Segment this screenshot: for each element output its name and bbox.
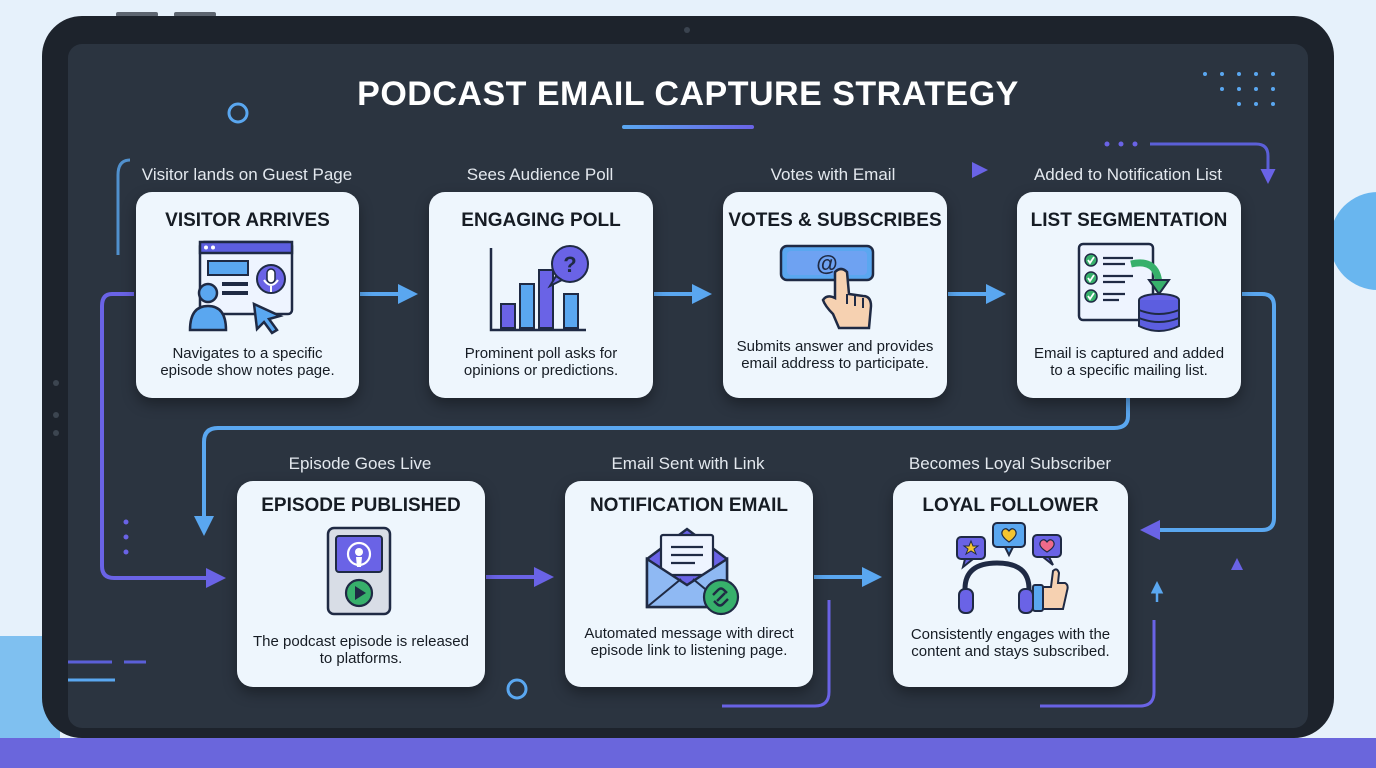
left-loop-arrow xyxy=(100,292,226,588)
step-label-4: Added to Notification List xyxy=(1033,165,1223,184)
card-title: VISITOR ARRIVES xyxy=(165,210,330,231)
side-dot xyxy=(53,380,59,386)
headphones-thumbs-up-icon xyxy=(956,522,1069,614)
browser-podcast-cursor-icon xyxy=(188,240,294,335)
tablet-button xyxy=(116,12,158,17)
deco-dots xyxy=(123,141,1138,555)
podcast-player-icon xyxy=(326,526,392,616)
envelope-link-icon xyxy=(645,527,740,616)
step-card-visitor-arrives: VISITOR ARRIVES Navigates to a specific … xyxy=(136,192,359,398)
card-description: Prominent poll asks for opinions or pred… xyxy=(463,345,619,379)
bar-chart-question-icon: ? xyxy=(489,245,589,332)
side-dot xyxy=(53,430,59,436)
tablet-button xyxy=(174,12,216,17)
card-description: Submits answer and provides email addres… xyxy=(736,338,934,372)
step-label-1: Visitor lands on Guest Page xyxy=(141,165,353,184)
card-description: Navigates to a specific episode show not… xyxy=(160,345,335,379)
email-button-hand-icon: @ xyxy=(779,244,875,330)
card-description: The podcast episode is released to platf… xyxy=(253,633,469,667)
camera-dot xyxy=(684,27,690,33)
step-card-list-segmentation: LIST SEGMENTATION Email is captured and … xyxy=(1017,192,1241,398)
card-description: Email is captured and added to a specifi… xyxy=(1033,345,1225,379)
card-description: Automated message with direct episode li… xyxy=(584,625,794,659)
deco-corner-arrow xyxy=(1150,142,1276,184)
arrow-step4-step5 xyxy=(194,398,1130,536)
side-dot xyxy=(53,412,59,418)
deco-ring xyxy=(506,678,528,700)
title-underline xyxy=(622,125,754,129)
step-card-episode-published: EPISODE PUBLISHED The podcast episode is… xyxy=(237,481,485,687)
card-description: Consistently engages with the content an… xyxy=(910,626,1111,660)
deco-line xyxy=(1040,620,1156,708)
step-label-3: Votes with Email xyxy=(770,165,896,184)
deco-triangle xyxy=(1231,558,1243,570)
step-label-6: Email Sent with Link xyxy=(611,454,765,473)
step-card-loyal-follower: LOYAL FOLLOWER Consistently engages with… xyxy=(893,481,1128,687)
card-title: LOYAL FOLLOWER xyxy=(922,495,1099,516)
deco-triangle xyxy=(972,162,988,178)
card-title: NOTIFICATION EMAIL xyxy=(589,495,789,516)
background-bottom-band xyxy=(0,738,1376,768)
deco-line xyxy=(722,600,831,708)
checklist-database-icon xyxy=(1077,242,1180,332)
card-title: LIST SEGMENTATION xyxy=(1030,210,1228,231)
step-label-2: Sees Audience Poll xyxy=(466,165,614,184)
card-title: ENGAGING POLL xyxy=(461,210,621,231)
svg-text:@: @ xyxy=(816,251,837,276)
deco-bracket xyxy=(116,158,131,255)
step-label-7: Becomes Loyal Subscriber xyxy=(908,454,1112,473)
deco-ring xyxy=(227,102,249,124)
card-title: EPISODE PUBLISHED xyxy=(261,495,461,516)
step-card-engaging-poll: ENGAGING POLL ? Prominent poll asks for … xyxy=(429,192,653,398)
deco-dot-grid xyxy=(1203,72,1275,106)
svg-text:?: ? xyxy=(563,252,576,277)
right-loop-arrow xyxy=(1140,292,1276,540)
step-label-5: Episode Goes Live xyxy=(288,454,432,473)
step-card-notification-email: NOTIFICATION EMAIL Automated message wit… xyxy=(565,481,813,687)
step-card-votes-subscribes: VOTES & SUBSCRIBES @ Submits answer and … xyxy=(723,192,947,398)
page-title: PODCAST EMAIL CAPTURE STRATEGY xyxy=(357,75,1019,113)
card-title: VOTES & SUBSCRIBES xyxy=(728,210,942,231)
